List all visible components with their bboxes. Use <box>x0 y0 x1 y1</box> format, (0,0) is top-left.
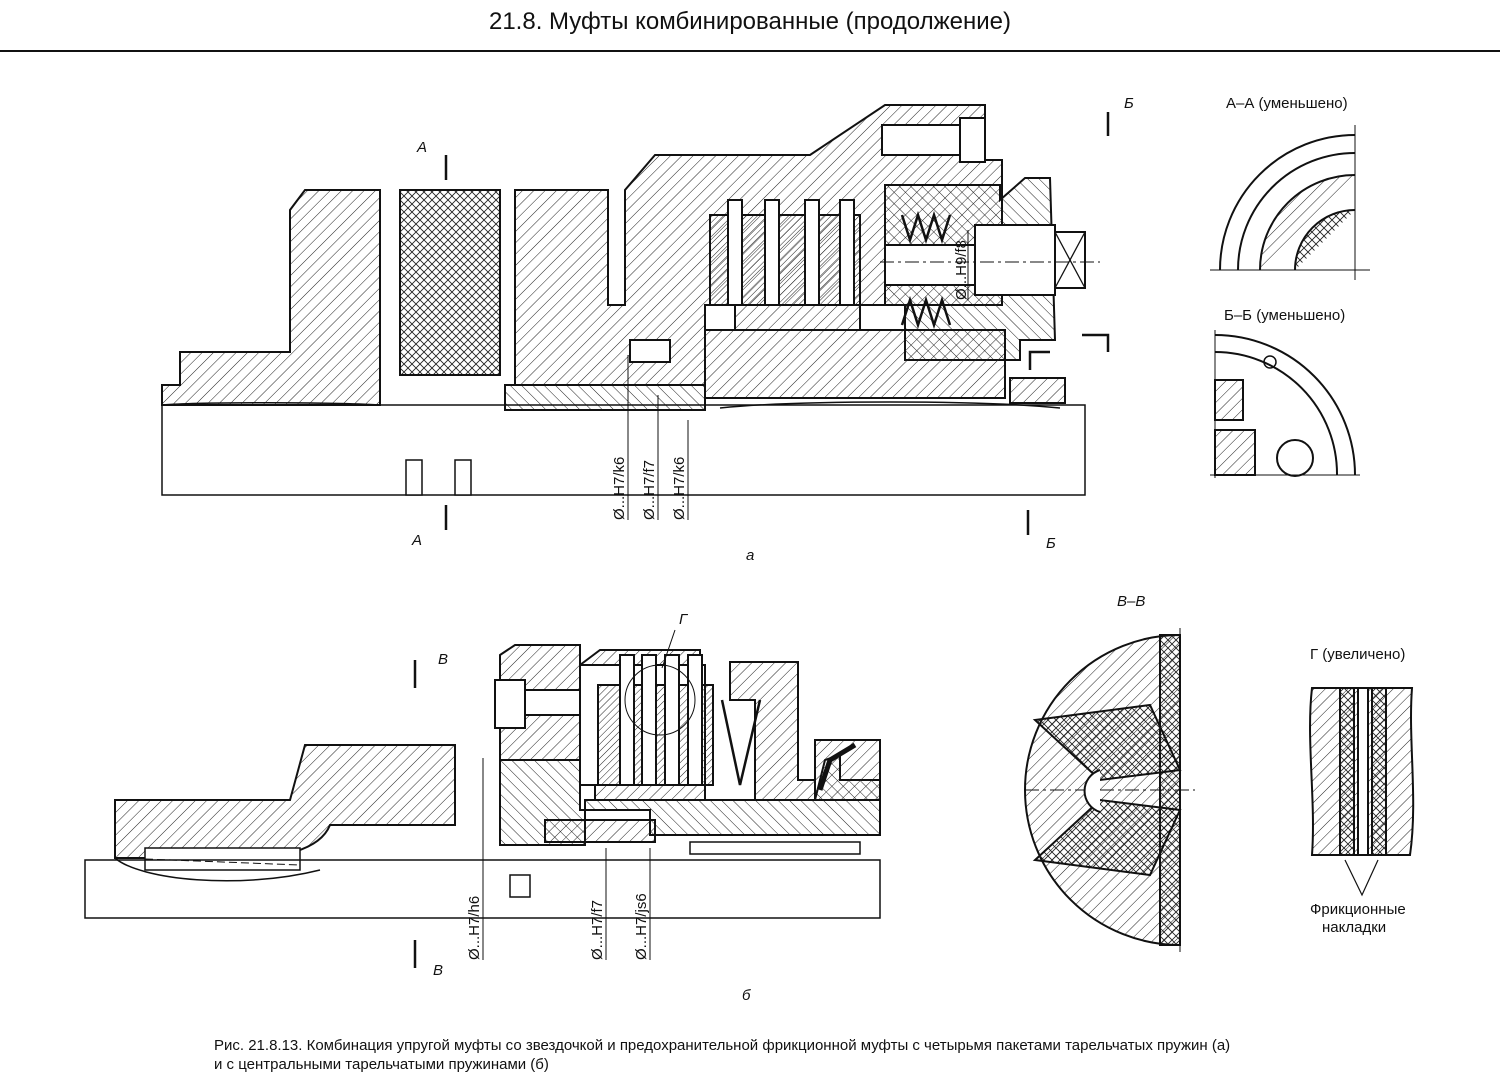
view-vv-drawing <box>1024 628 1182 952</box>
friction-label-line2: накладки <box>1322 919 1386 936</box>
section-a-bottom-label: А <box>411 532 422 549</box>
figure-caption: Рис. 21.8.13. Комбинация упругой муфты с… <box>214 1036 1474 1074</box>
section-v-bottom-label: В <box>433 962 443 979</box>
view-aa-drawing <box>1210 125 1370 280</box>
view-aa-title: А–А (уменьшено) <box>1226 95 1348 112</box>
figure-b-drawing <box>84 629 1195 968</box>
fit-a-2: Ø...H7/f7 <box>641 460 658 520</box>
caption-line-1: Рис. 21.8.13. Комбинация упругой муфты с… <box>214 1037 1231 1054</box>
fit-b-3: Ø...H7/js6 <box>633 893 650 960</box>
fit-b-2: Ø...H7/f7 <box>589 900 606 960</box>
figure-a-drawing <box>161 104 1110 535</box>
view-vv-title: В–В <box>1117 593 1145 610</box>
section-b-top-label: Б <box>1124 95 1134 112</box>
view-g-title: Г (увеличено) <box>1310 646 1405 663</box>
fit-b-1: Ø...H7/h6 <box>466 896 483 960</box>
fit-a-4: Ø...H9/f8 <box>953 240 970 300</box>
view-bb-drawing <box>1210 330 1360 478</box>
header-rule <box>0 50 1500 52</box>
section-v-top-label: В <box>438 651 448 668</box>
fit-a-1: Ø...H7/k6 <box>611 457 628 520</box>
detail-g-mark: Г <box>679 611 689 628</box>
view-bb-title: Б–Б (уменьшено) <box>1224 307 1345 324</box>
friction-label-line1: Фрикционные <box>1310 901 1406 918</box>
fit-a-3: Ø...H7/k6 <box>671 457 688 520</box>
figure-b-label: б <box>742 987 751 1004</box>
caption-line-2: и с центральными тарельчатыми пружинами … <box>214 1056 549 1073</box>
section-a-top-label: А <box>416 139 427 156</box>
figure-a-label: а <box>746 547 754 564</box>
section-b-bottom-label: Б <box>1046 535 1056 552</box>
page-title: 21.8. Муфты комбинированные (продолжение… <box>488 8 1011 35</box>
view-g-drawing <box>1309 687 1415 897</box>
